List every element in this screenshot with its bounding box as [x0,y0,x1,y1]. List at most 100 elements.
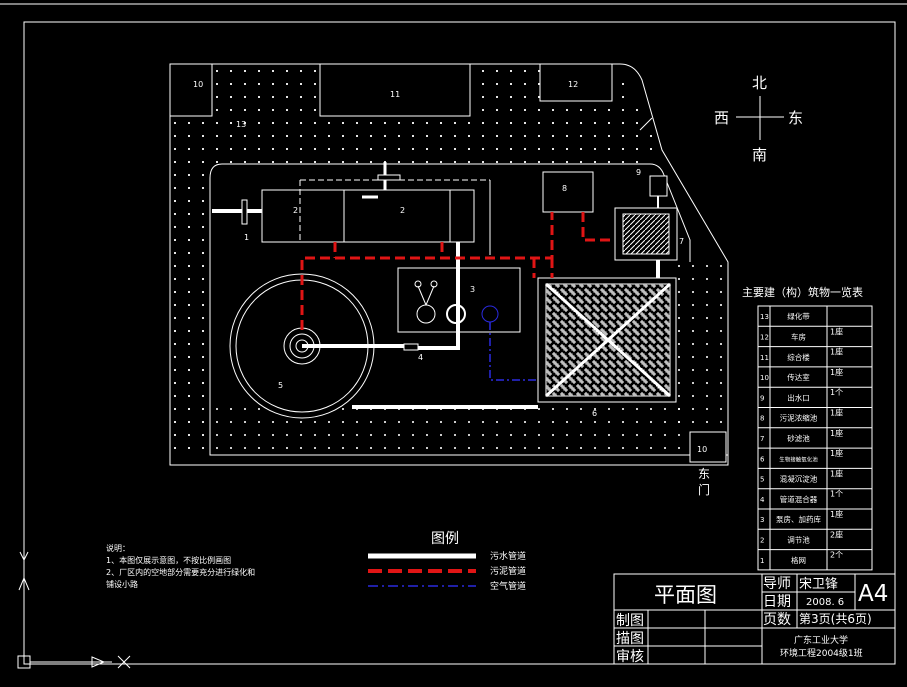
air-pipe [489,322,538,381]
table-row-name: 泵房、加药库 [776,514,821,524]
table-row-no: 11 [760,354,769,362]
table-row-qty: 2座 [830,529,843,539]
mixer-4 [403,343,419,351]
sludge-thickener-8 [542,171,594,213]
compass-west: 西 [714,109,729,127]
table-row-qty: 1座 [830,367,843,377]
review-label: 审核 [616,649,644,665]
table-row-name: 车房 [791,331,806,341]
table-row-qty: 1座 [830,326,843,336]
table-title: 主要建（构）筑物一览表 [742,285,863,299]
building-12 [539,63,613,102]
paper-size: A4 [858,581,888,607]
advisor-name: 宋卫锋 [799,577,838,592]
label-10-top: 10 [193,80,203,89]
label-12: 12 [568,80,578,89]
east-green [678,262,726,463]
table-row-name: 绿化带 [787,311,810,321]
drawing-name: 平面图 [654,583,717,607]
title-block [613,573,896,665]
table-row-name: 传达室 [787,372,810,382]
table-row-no: 3 [760,516,764,524]
table-row-name: 生物接触氧化池 [779,455,818,463]
table-row-qty: 1个 [830,490,843,499]
pages-label: 页数 [763,612,791,628]
label-6: 6 [592,409,597,418]
label-2b: 2 [400,206,405,215]
label-9: 9 [636,168,641,177]
sewage-pipe-1 [302,242,460,350]
building-11 [319,63,471,117]
pump-a [416,304,436,324]
legend-label-air: 空气管道 [490,580,526,592]
table-row-qty: 1座 [830,408,843,418]
compass-north: 北 [752,74,767,92]
advisor-label: 导师 [763,576,791,592]
school-name: 广东工业大学 [794,634,848,646]
legend-label-sewage: 污水管道 [490,550,526,562]
label-3: 3 [470,285,475,294]
label-10-bottom: 10 [697,445,707,454]
compass: 北 南 西 东 [714,74,803,164]
ucs-axis-icon [17,551,131,669]
table-row-no: 5 [760,476,764,484]
table-row-name: 出水口 [787,392,810,402]
table-row-no: 6 [760,455,765,463]
table-row-name: 格网 [791,555,806,565]
outlet-9 [649,175,668,197]
label-11: 11 [390,90,400,99]
trace-label: 描图 [616,631,644,647]
blower [481,305,499,323]
dosing-b [430,280,438,288]
table-row-no: 13 [760,313,769,321]
dosing-a [414,280,422,288]
table-row-qty: 1个 [830,388,843,397]
site-boundary [169,63,729,466]
table-row-qty: 1座 [830,428,843,438]
oxidation-x-2 [544,282,672,398]
table-row-qty: 1座 [830,468,843,478]
class-name: 环境工程2004级1班 [780,647,863,659]
table-row-no: 2 [760,536,764,544]
label-2a: 2 [293,206,298,215]
table-row-no: 10 [760,374,769,382]
building-10-top [169,63,213,117]
draw-label: 制图 [616,613,644,629]
pages-value: 第3页(共6页) [799,612,872,626]
drawing-frame [23,21,896,665]
label-5: 5 [278,381,283,390]
table-row-name: 管道混合器 [780,494,818,504]
table-row-name: 混凝沉淀池 [780,474,818,484]
table-row-qty: 1座 [830,448,843,458]
notes-title: 说明： [106,543,130,553]
label-7: 7 [679,237,684,246]
dosing-lines [417,285,435,306]
table-row-no: 8 [760,415,764,423]
regulating-tank [261,189,475,243]
diag-tick [639,117,653,131]
table-row-no: 1 [760,557,764,565]
east-gate-label-1: 东 [698,467,710,481]
sludge-pipe-2 [532,258,554,278]
sludge-pipe [300,212,615,330]
sewage-pipe-2 [352,260,660,409]
label-8: 8 [562,184,567,193]
label-13: 13 [236,120,246,129]
table-row-name: 污泥浓缩池 [780,413,818,423]
sand-filter-inner [622,213,670,255]
table-frame [757,305,873,571]
date-value: 2008. 6 [806,597,844,608]
legend-label-sludge: 污泥管道 [490,565,526,577]
label-1: 1 [244,233,249,242]
table-row-no: 12 [760,333,769,341]
table-row-no: 9 [760,394,764,402]
table-row-qty: 2个 [830,551,843,560]
green-belt-13 [172,66,660,455]
inner-road [222,163,691,262]
table-row-name: 砂滤池 [787,433,810,443]
table-row-no: 7 [760,435,764,443]
notes-line1: 1、本图仅展示意图，不按比例画图 [106,555,231,565]
inner-boundary [209,163,728,456]
